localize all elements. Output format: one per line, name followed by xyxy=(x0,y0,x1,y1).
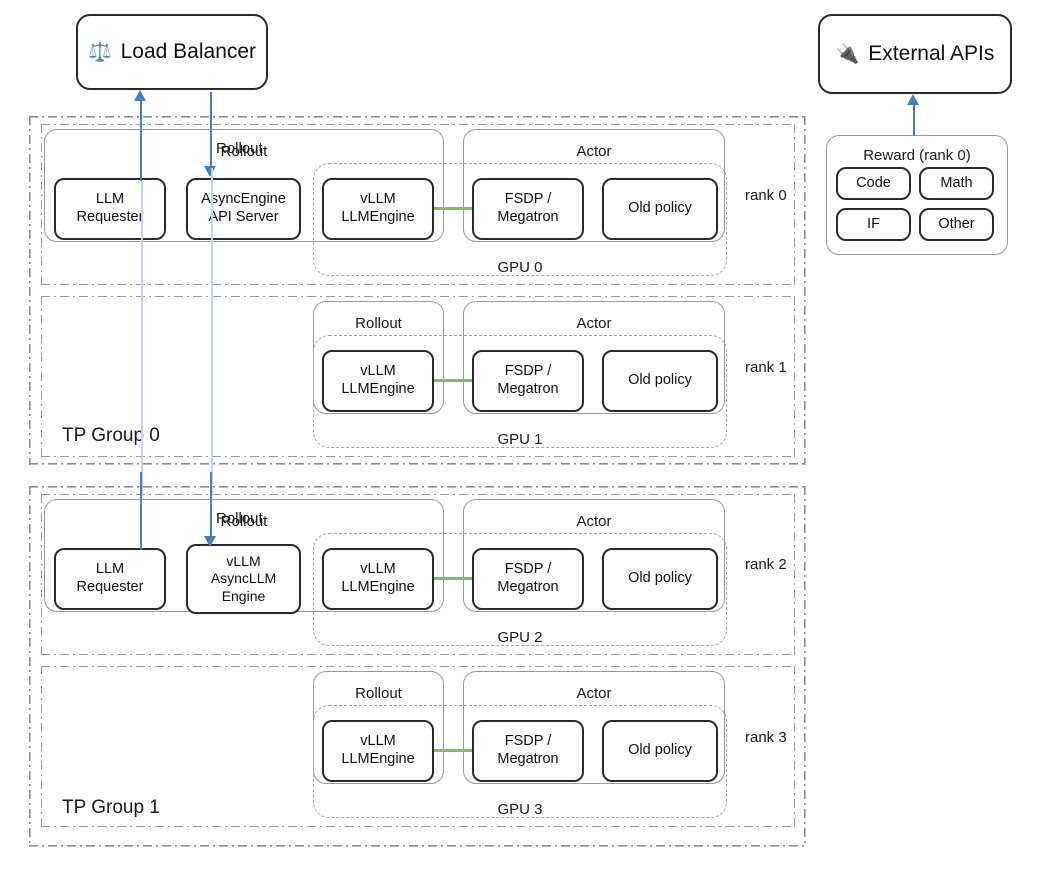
rank-0-llm-requester[interactable]: LLM Requester xyxy=(54,178,166,240)
reward-item-math[interactable]: Math xyxy=(919,167,994,200)
server-passthrough-line xyxy=(211,168,213,496)
reward-item-if[interactable]: IF xyxy=(836,208,911,241)
rank-2-engine-trainer-link xyxy=(434,577,472,580)
rank-1-vllm-llmengine[interactable]: vLLM LLMEngine xyxy=(322,350,434,412)
reward-to-external-apis-arrowhead xyxy=(907,94,919,105)
rank-1-gpu-box xyxy=(313,335,727,448)
rank-0-engine-trainer-link xyxy=(434,207,472,210)
rank-3-vllm-llmengine[interactable]: vLLM LLMEngine xyxy=(322,720,434,782)
rank-2-rollout-title: Rollout xyxy=(220,513,268,530)
rank-2-async-llm-engine[interactable]: vLLM AsyncLLM Engine xyxy=(186,544,301,614)
plug-icon: 🔌 xyxy=(835,43,860,65)
rank-0-vllm-llmengine[interactable]: vLLM LLMEngine xyxy=(322,178,434,240)
load-balancer-label: Load Balancer xyxy=(120,40,257,63)
rank-2-old-policy[interactable]: Old policy xyxy=(602,548,718,610)
rank-1-engine-trainer-link xyxy=(434,379,472,382)
rank-3-actor-title: Actor xyxy=(576,685,612,702)
rank-2-fsdp-megatron[interactable]: FSDP / Megatron xyxy=(472,548,584,610)
lb-to-rank-0-server-line xyxy=(210,92,213,168)
rank-0-old-policy[interactable]: Old policy xyxy=(602,178,718,240)
rank-3-rollout-title: Rollout xyxy=(355,685,402,702)
rank-1-gpu-label: GPU 1 xyxy=(497,431,543,448)
reward-title: Reward (rank 0) xyxy=(863,147,971,164)
rank-1-fsdp-megatron[interactable]: FSDP / Megatron xyxy=(472,350,584,412)
external-apis-label: External APIs xyxy=(868,42,995,65)
lb-to-rank-2-server-arrowhead xyxy=(204,536,216,547)
rank-1-actor-title: Actor xyxy=(576,315,612,332)
rank-3-old-policy[interactable]: Old policy xyxy=(602,720,718,782)
rank-2-label: rank 2 xyxy=(745,556,787,573)
reward-item-other[interactable]: Other xyxy=(919,208,994,241)
rank-2-requester-to-lb-line xyxy=(140,472,143,550)
lb-to-rank-2-server-line xyxy=(210,472,213,538)
reward-item-code[interactable]: Code xyxy=(836,167,911,200)
rank-0-requester-to-lb-line xyxy=(140,101,143,181)
balance-scale-icon: ⚖️ xyxy=(87,41,112,63)
reward-to-external-apis-line xyxy=(913,104,916,136)
rank-0-requester-to-lb-arrowhead xyxy=(134,90,146,101)
rank-2-llm-requester[interactable]: LLM Requester xyxy=(54,548,166,610)
rank-2-actor-title: Actor xyxy=(576,513,612,530)
rank-2-gpu-label: GPU 2 xyxy=(497,629,543,646)
rank-3-label: rank 3 xyxy=(745,729,787,746)
rank-1-old-policy[interactable]: Old policy xyxy=(602,350,718,412)
rank-0-gpu-label: GPU 0 xyxy=(497,259,543,276)
rollout-edge-label-top: Rollout xyxy=(216,140,263,157)
rank-0-gpu-box xyxy=(313,163,727,276)
rank-2-vllm-llmengine[interactable]: vLLM LLMEngine xyxy=(322,548,434,610)
rank-1-label: rank 1 xyxy=(745,359,787,376)
rank-0-fsdp-megatron[interactable]: FSDP / Megatron xyxy=(472,178,584,240)
rank-0-actor-title: Actor xyxy=(576,143,612,160)
rank-3-gpu-box xyxy=(313,705,727,818)
rank-0-api-server[interactable]: AsyncEngine API Server xyxy=(186,178,301,240)
load-balancer-box[interactable]: ⚖️ Load Balancer xyxy=(76,14,268,90)
rank-3-fsdp-megatron[interactable]: FSDP / Megatron xyxy=(472,720,584,782)
rank-0-label: rank 0 xyxy=(745,187,787,204)
rank-2-gpu-box xyxy=(313,533,727,646)
requester-passthrough-line xyxy=(141,181,143,496)
rank-0-rollout-title: Rollout xyxy=(220,143,268,160)
rank-3-engine-trainer-link xyxy=(434,749,472,752)
rank-1-rollout-title: Rollout xyxy=(355,315,402,332)
lb-to-rank-0-server-arrowhead xyxy=(204,166,216,177)
external-apis-box[interactable]: 🔌 External APIs xyxy=(818,14,1012,94)
rollout-edge-label-bottom: Rollout xyxy=(216,510,263,527)
rank-3-gpu-label: GPU 3 xyxy=(497,801,543,818)
